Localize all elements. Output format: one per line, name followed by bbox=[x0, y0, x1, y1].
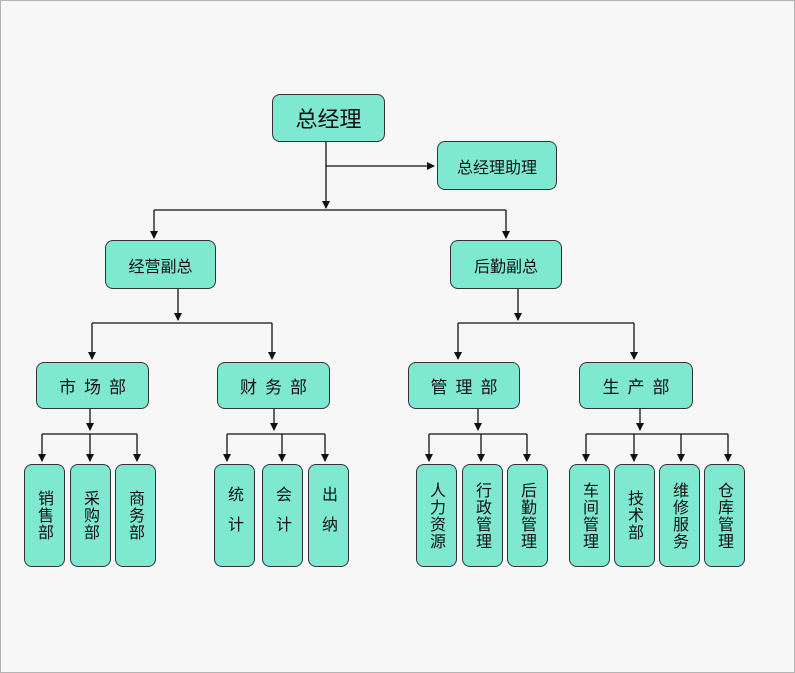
sub-commerce-label: 商务部 bbox=[126, 490, 145, 541]
vp-logistics-label: 后勤副总 bbox=[473, 256, 538, 276]
sub-logistics-mgmt-label: 后勤管理 bbox=[518, 481, 537, 550]
sub-logistics-mgmt-box: 后勤管理 bbox=[507, 464, 548, 567]
sub-commerce-box: 商务部 bbox=[115, 464, 156, 567]
sub-cashier-box: 出纳 bbox=[308, 464, 349, 567]
dept-finance-box: 财务部 bbox=[217, 362, 330, 409]
general-manager-box: 总经理 bbox=[272, 94, 385, 142]
sub-sales-label: 销售部 bbox=[35, 490, 54, 541]
sub-sales-box: 销售部 bbox=[24, 464, 65, 567]
sub-accounting-label: 会计 bbox=[273, 485, 292, 546]
gm-assistant-box: 总经理助理 bbox=[437, 141, 557, 190]
dept-finance-label: 财务部 bbox=[240, 378, 315, 398]
sub-warehouse-mgmt-label: 仓库管理 bbox=[715, 481, 734, 550]
dept-production-box: 生产部 bbox=[579, 362, 693, 409]
vp-business-box: 经营副总 bbox=[105, 240, 216, 289]
dept-admin-label: 管理部 bbox=[430, 378, 506, 398]
dept-admin-box: 管理部 bbox=[408, 362, 520, 409]
sub-admin-mgmt-box: 行政管理 bbox=[462, 464, 503, 567]
gm-assistant-label: 总经理助理 bbox=[456, 157, 537, 177]
dept-market-label: 市场部 bbox=[59, 378, 134, 398]
dept-production-label: 生产部 bbox=[602, 378, 678, 398]
sub-statistics-box: 统计 bbox=[214, 464, 255, 567]
general-manager-label: 总经理 bbox=[295, 108, 362, 133]
sub-tech-box: 技术部 bbox=[614, 464, 655, 567]
sub-hr-label: 人力资源 bbox=[427, 481, 446, 550]
dept-market-box: 市场部 bbox=[36, 362, 149, 409]
sub-warehouse-mgmt-box: 仓库管理 bbox=[704, 464, 745, 567]
sub-tech-label: 技术部 bbox=[625, 490, 644, 541]
sub-maintenance-box: 维修服务 bbox=[659, 464, 700, 567]
sub-statistics-label: 统计 bbox=[225, 485, 244, 546]
vp-logistics-box: 后勤副总 bbox=[450, 240, 562, 289]
sub-maintenance-label: 维修服务 bbox=[670, 481, 689, 550]
sub-hr-box: 人力资源 bbox=[416, 464, 457, 567]
sub-workshop-mgmt-box: 车间管理 bbox=[569, 464, 610, 567]
sub-purchasing-box: 采购部 bbox=[70, 464, 111, 567]
sub-workshop-mgmt-label: 车间管理 bbox=[580, 481, 599, 550]
sub-purchasing-label: 采购部 bbox=[81, 490, 100, 541]
sub-accounting-box: 会计 bbox=[262, 464, 303, 567]
vp-business-label: 经营副总 bbox=[128, 256, 193, 276]
sub-admin-mgmt-label: 行政管理 bbox=[473, 481, 492, 550]
sub-cashier-label: 出纳 bbox=[319, 485, 338, 546]
